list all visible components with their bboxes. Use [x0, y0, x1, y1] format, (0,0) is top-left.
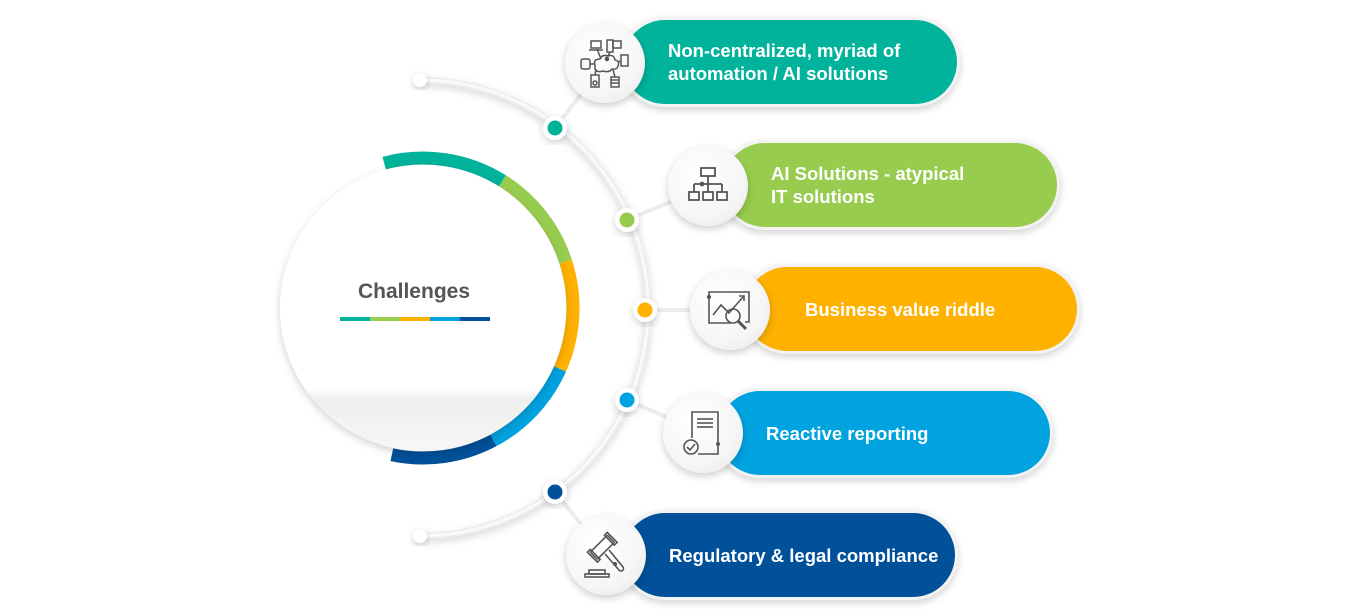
challenge-pill: Regulatory & legal compliance: [620, 510, 958, 600]
icon-badge: [668, 146, 748, 226]
underline-segment: [370, 317, 400, 321]
dot: [619, 392, 635, 408]
dot: [637, 302, 653, 318]
challenge-pill: Non-centralized, myriad of automation / …: [620, 17, 960, 107]
gavel-icon: [581, 530, 631, 580]
ring-segment: [390, 434, 497, 465]
ring-segment: [554, 259, 580, 372]
icon-badge: [566, 515, 646, 595]
arc-end-bottom: [413, 529, 427, 543]
icon-badge: [565, 23, 645, 103]
ring-segment: [382, 151, 506, 187]
dot: [547, 484, 563, 500]
report-check-icon: [680, 408, 726, 458]
arc-end-top: [413, 73, 427, 87]
underline-segment: [430, 317, 460, 321]
challenge-label: Reactive reporting: [766, 422, 929, 444]
center-circle: [280, 165, 566, 451]
challenge-label: Non-centralized, myriad of automation / …: [668, 40, 901, 84]
dot: [619, 212, 635, 228]
ring-segment: [490, 366, 566, 447]
challenge-pill: Reactive reporting: [715, 388, 1053, 478]
challenge-label: Regulatory & legal compliance: [669, 544, 939, 566]
challenge-pill: AI Solutions - atypical IT solutions: [720, 140, 1060, 230]
icon-badge: [663, 393, 743, 473]
ring-segment: [498, 175, 572, 264]
org-chart-icon: [686, 164, 730, 208]
underline-segment: [400, 317, 430, 321]
icon-badge: [690, 270, 770, 350]
network-devices-icon: [577, 35, 633, 91]
underline-segment: [340, 317, 370, 321]
chart-magnifier-icon: [705, 285, 755, 335]
challenge-pill: Business value riddle: [742, 264, 1080, 354]
challenge-label: Business value riddle: [805, 298, 996, 320]
center-title: Challenges: [357, 280, 471, 303]
underline-segment: [460, 317, 490, 321]
challenge-label: AI Solutions - atypical IT solutions: [771, 163, 965, 207]
dot: [547, 120, 563, 136]
